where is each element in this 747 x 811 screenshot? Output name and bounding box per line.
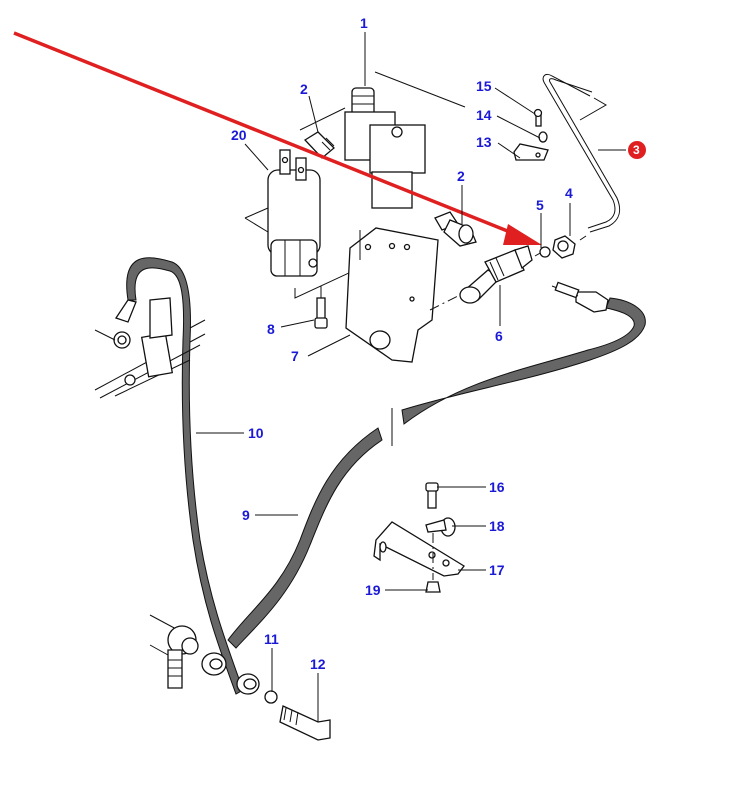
hose-9-nipple xyxy=(554,281,580,299)
callout-4[interactable]: 4 xyxy=(565,185,573,201)
callout-3-badge[interactable] xyxy=(628,141,646,159)
callout-7[interactable]: 7 xyxy=(291,348,299,364)
hose-9-lower xyxy=(227,427,383,649)
nut-4 xyxy=(552,235,576,259)
callout-11[interactable]: 11 xyxy=(264,631,279,647)
callout-19[interactable]: 19 xyxy=(365,582,381,598)
callout-13[interactable]: 13 xyxy=(476,134,492,150)
highlight-arrow xyxy=(13,31,542,245)
hose-9-end-fitting xyxy=(575,291,609,313)
pipe-3 xyxy=(542,73,616,229)
bolt-8 xyxy=(314,286,328,329)
banjo-eye-top-hole xyxy=(117,335,127,345)
seal-5 xyxy=(539,246,551,258)
clip-assembly-13-14-15 xyxy=(513,108,549,161)
callout-2-right[interactable]: 2 xyxy=(457,168,465,184)
callout-20[interactable]: 20 xyxy=(231,127,247,143)
fitting-2-right xyxy=(434,211,477,247)
fitting-2-left xyxy=(303,131,335,159)
pipe-3-axis xyxy=(579,235,587,241)
callout-8[interactable]: 8 xyxy=(267,321,275,337)
callout-3[interactable]: 3 xyxy=(633,143,640,157)
sensor-6 xyxy=(429,245,543,311)
banjo-bolt-12 xyxy=(279,705,331,741)
callout-labels: 1 2 2 3 4 5 6 7 8 9 10 11 12 13 14 15 16… xyxy=(231,15,646,672)
callout-14[interactable]: 14 xyxy=(476,107,492,123)
hose-9-upper xyxy=(401,297,646,425)
leader-lines xyxy=(196,32,626,722)
bracket-assembly-16-17-18-19 xyxy=(373,482,465,593)
callout-2-left[interactable]: 2 xyxy=(300,81,308,97)
sealing-ring-11 xyxy=(264,690,278,704)
callout-15[interactable]: 15 xyxy=(476,78,492,94)
bracket-7 xyxy=(345,227,439,363)
engine-block-outline xyxy=(94,297,206,399)
pipe-3-dim-line xyxy=(579,97,607,121)
callout-16[interactable]: 16 xyxy=(489,479,505,495)
hose-10-top-fitting xyxy=(114,299,137,323)
callout-18[interactable]: 18 xyxy=(489,518,505,534)
callout-10[interactable]: 10 xyxy=(248,425,264,441)
callout-12[interactable]: 12 xyxy=(310,656,326,672)
callout-9[interactable]: 9 xyxy=(242,507,250,523)
pipe-3-inner xyxy=(549,78,621,233)
callout-1[interactable]: 1 xyxy=(360,15,368,31)
bottom-fitting-group xyxy=(149,614,331,741)
pressure-switch-20 xyxy=(244,149,421,299)
hose-barb xyxy=(167,649,183,689)
callout-17[interactable]: 17 xyxy=(489,562,505,578)
callout-6[interactable]: 6 xyxy=(495,328,503,344)
callout-5[interactable]: 5 xyxy=(536,197,544,213)
